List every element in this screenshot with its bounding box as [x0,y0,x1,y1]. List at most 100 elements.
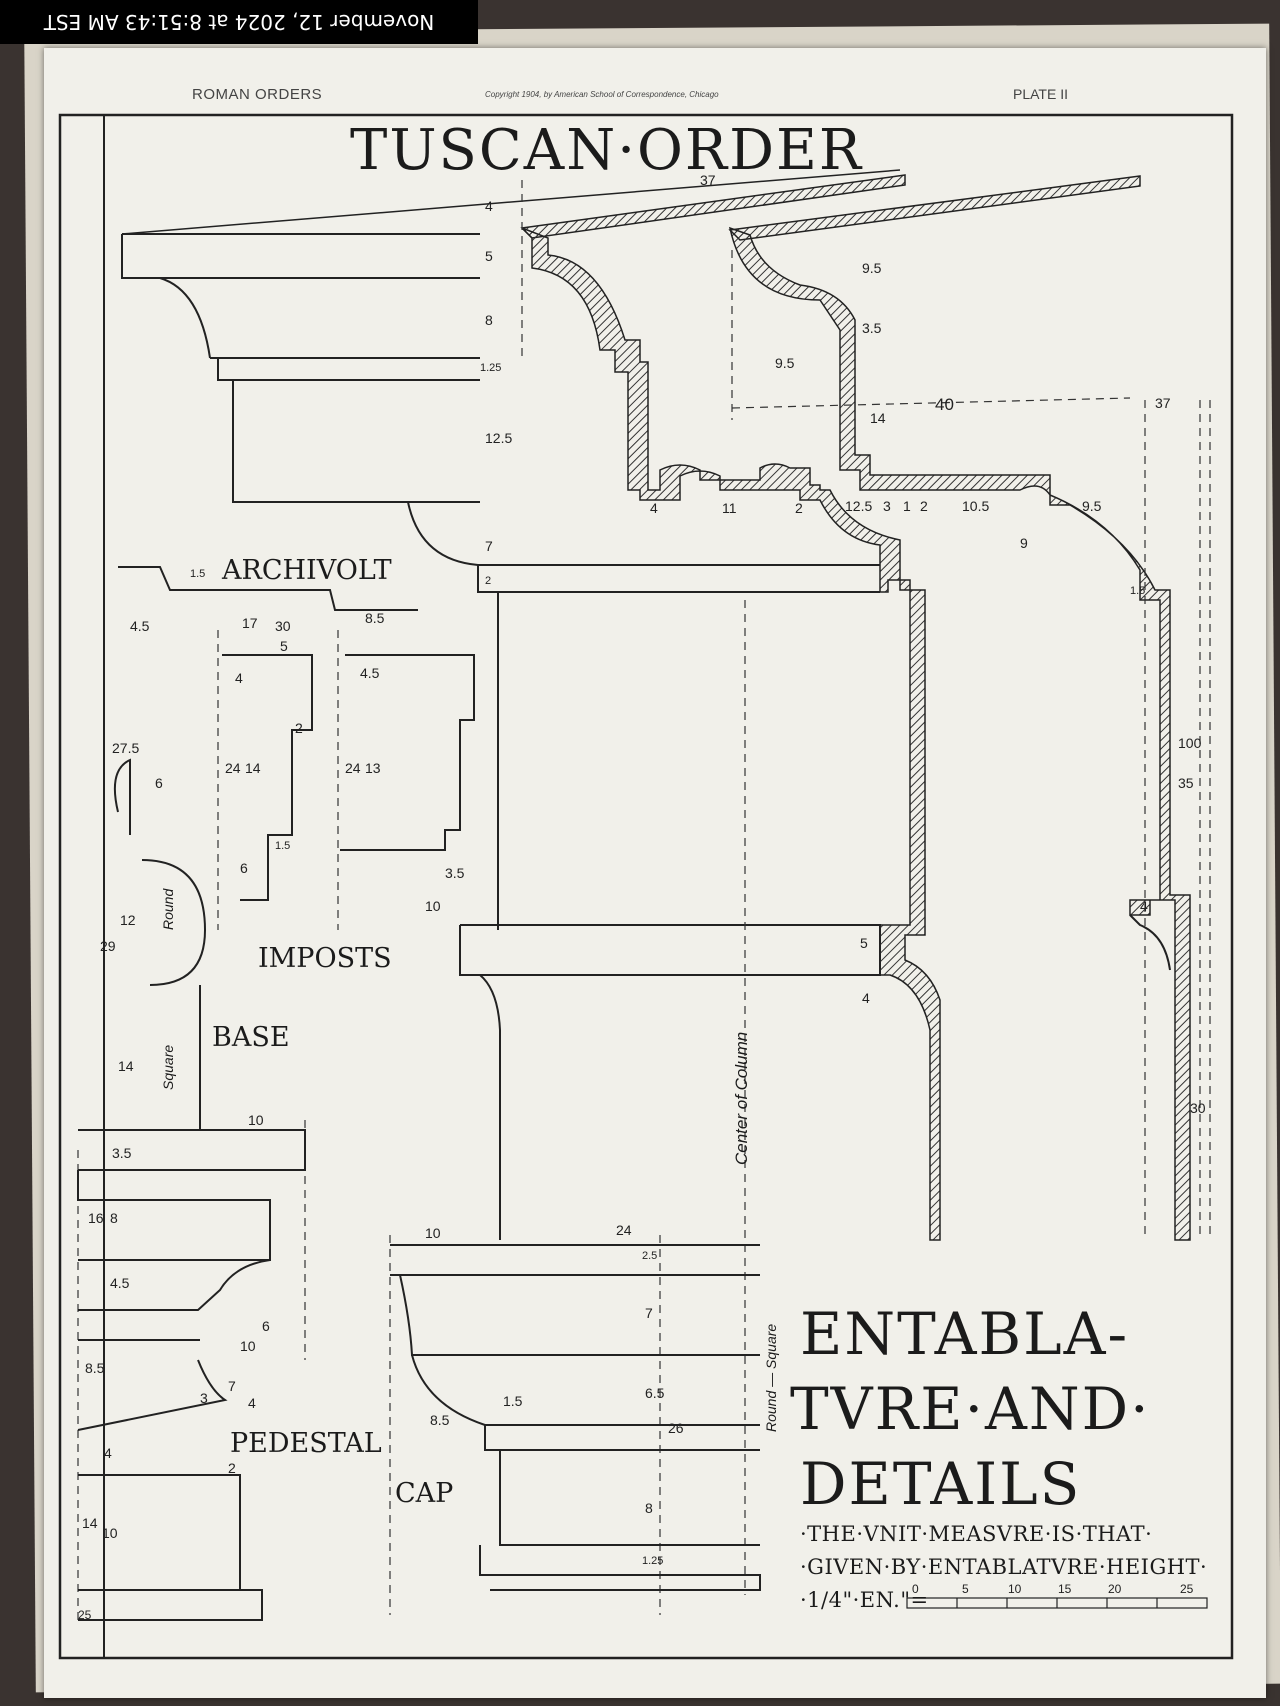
dimension-label: 5 [280,638,288,654]
scale-tick-label: 10 [1008,1582,1022,1596]
dimension-label: 8.5 [85,1360,105,1376]
entablature-elevation [121,169,901,1240]
scale-tick-label: 5 [962,1582,969,1596]
dimension-label: 3.5 [862,320,882,336]
dimension-label: 14 [82,1515,98,1531]
dimension-label: 10 [102,1525,118,1541]
label-cap: CAP [395,1478,454,1509]
dimension-label: 3 [883,498,891,514]
dimension-label: 3.5 [445,865,465,881]
dimension-label: 4 [235,670,243,686]
header-copyright: Copyright 1904, by American School of Co… [485,90,719,99]
dimension-label: 12.5 [845,498,873,514]
scale-bar [906,1597,1208,1609]
dimension-label: 7 [228,1378,236,1394]
label-square: Square [160,1044,176,1090]
dimension-label: 3 [200,1390,208,1406]
title-tuscan-order: TUSCAN·ORDER [350,118,864,183]
dimension-label: 7 [645,1305,653,1321]
scale-tick-label: 15 [1058,1582,1072,1596]
dimension-label: 4 [485,198,493,214]
dimension-label: 1.5 [190,568,206,580]
dimension-label: 13 [365,760,381,776]
dimension-label: 4 [650,500,658,516]
dimension-label: 24 [225,760,241,776]
dimension-label: 9.5 [1082,498,1102,514]
dimension-label: 1.5 [1130,585,1146,597]
dimension-label: 30 [275,618,291,634]
dimension-label: 37 [700,172,716,188]
dimension-label: 10 [425,1225,441,1241]
dimension-label: 2 [485,575,492,587]
dimension-label: 8 [110,1210,118,1226]
dimension-label: 6 [240,860,248,876]
dimension-label: 1.25 [480,362,502,374]
cap-profile [390,1244,761,1591]
dimension-label: 9 [1020,535,1028,551]
label-imposts: IMPOSTS [258,943,392,974]
guide-lines [77,180,1211,1620]
main-label-line-2: TVRE·AND· [790,1375,1151,1443]
dimension-label: 37 [1155,395,1171,411]
dimension-label: 12 [120,912,136,928]
dimension-label: 14 [245,760,261,776]
dimension-label: 10 [248,1112,264,1128]
dimension-label: 4.5 [360,665,380,681]
dimension-label: 27.5 [112,740,140,756]
dimension-label: 7 [485,538,493,554]
scale-tick-label: 0 [912,1582,919,1596]
dimension-label: 1 [903,498,911,514]
dimension-label: 4 [104,1445,112,1461]
note-line-1: ·THE·VNIT·MEASVRE·IS·THAT· [800,1522,1153,1546]
dimension-label: 30 [1190,1100,1206,1116]
dimension-label: 40 [935,395,954,414]
dimension-label: 4.5 [110,1275,130,1291]
scale-tick-label: 20 [1108,1582,1122,1596]
dimension-label: 1.5 [275,840,291,852]
dimension-label: 1.25 [642,1555,664,1567]
label-pedestal: PEDESTAL [230,1428,382,1459]
dimension-label: 24 [616,1222,632,1238]
label-base: BASE [212,1022,290,1053]
cornice-profile-hatched [520,174,1191,1241]
dimension-label: 10.5 [962,498,990,514]
dimension-label: 3.5 [112,1145,132,1161]
dimension-label: 1.5 [503,1393,523,1409]
main-label-line-3: DETAILS [800,1450,1082,1518]
dimension-label: 4 [248,1395,256,1411]
header-plate-number: PLATE II [1013,86,1068,102]
timestamp-overlay: November 12, 2024 at 8:51:43 AM EST [0,0,478,44]
dimension-label: 4 [1140,898,1148,914]
dimension-label: 100 [1178,735,1202,751]
header-roman-orders: ROMAN ORDERS [192,86,323,103]
plate-sheet [44,48,1266,1698]
dimension-label: 8.5 [430,1412,450,1428]
note-line-2: ·GIVEN·BY·ENTABLATVRE·HEIGHT· [800,1555,1208,1579]
dimension-label: 5 [860,935,868,951]
dimension-label: 2 [295,720,303,736]
dimension-label: 9.5 [862,260,882,276]
dimension-label: 2.5 [642,1250,658,1262]
dimension-label: 12.5 [485,430,513,446]
dimension-label: 5 [485,248,493,264]
dimension-label: 6 [155,775,163,791]
dimension-label: 35 [1178,775,1194,791]
dimension-label: 14 [870,410,886,426]
dimension-label: 10 [425,898,441,914]
dimension-label: 25 [78,1608,92,1622]
label-round: Round [160,888,176,930]
note-line-3: ·1/4"·EN."= [800,1588,929,1612]
dimension-label: 2 [920,498,928,514]
plate-border [58,113,1234,1660]
dimension-label: 4.5 [130,618,150,634]
label-archivolt: ARCHIVOLT [222,555,392,586]
dimension-label: 8.5 [365,610,385,626]
archivolt-imposts [77,566,475,1621]
main-label-line-1: ENTABLA- [800,1300,1130,1368]
dimension-label: 11 [722,500,737,516]
dimension-label: 4 [862,990,870,1006]
dimension-label: 16 [88,1210,104,1226]
dimension-label: 8 [645,1500,653,1516]
dimension-label: 29 [100,938,116,954]
